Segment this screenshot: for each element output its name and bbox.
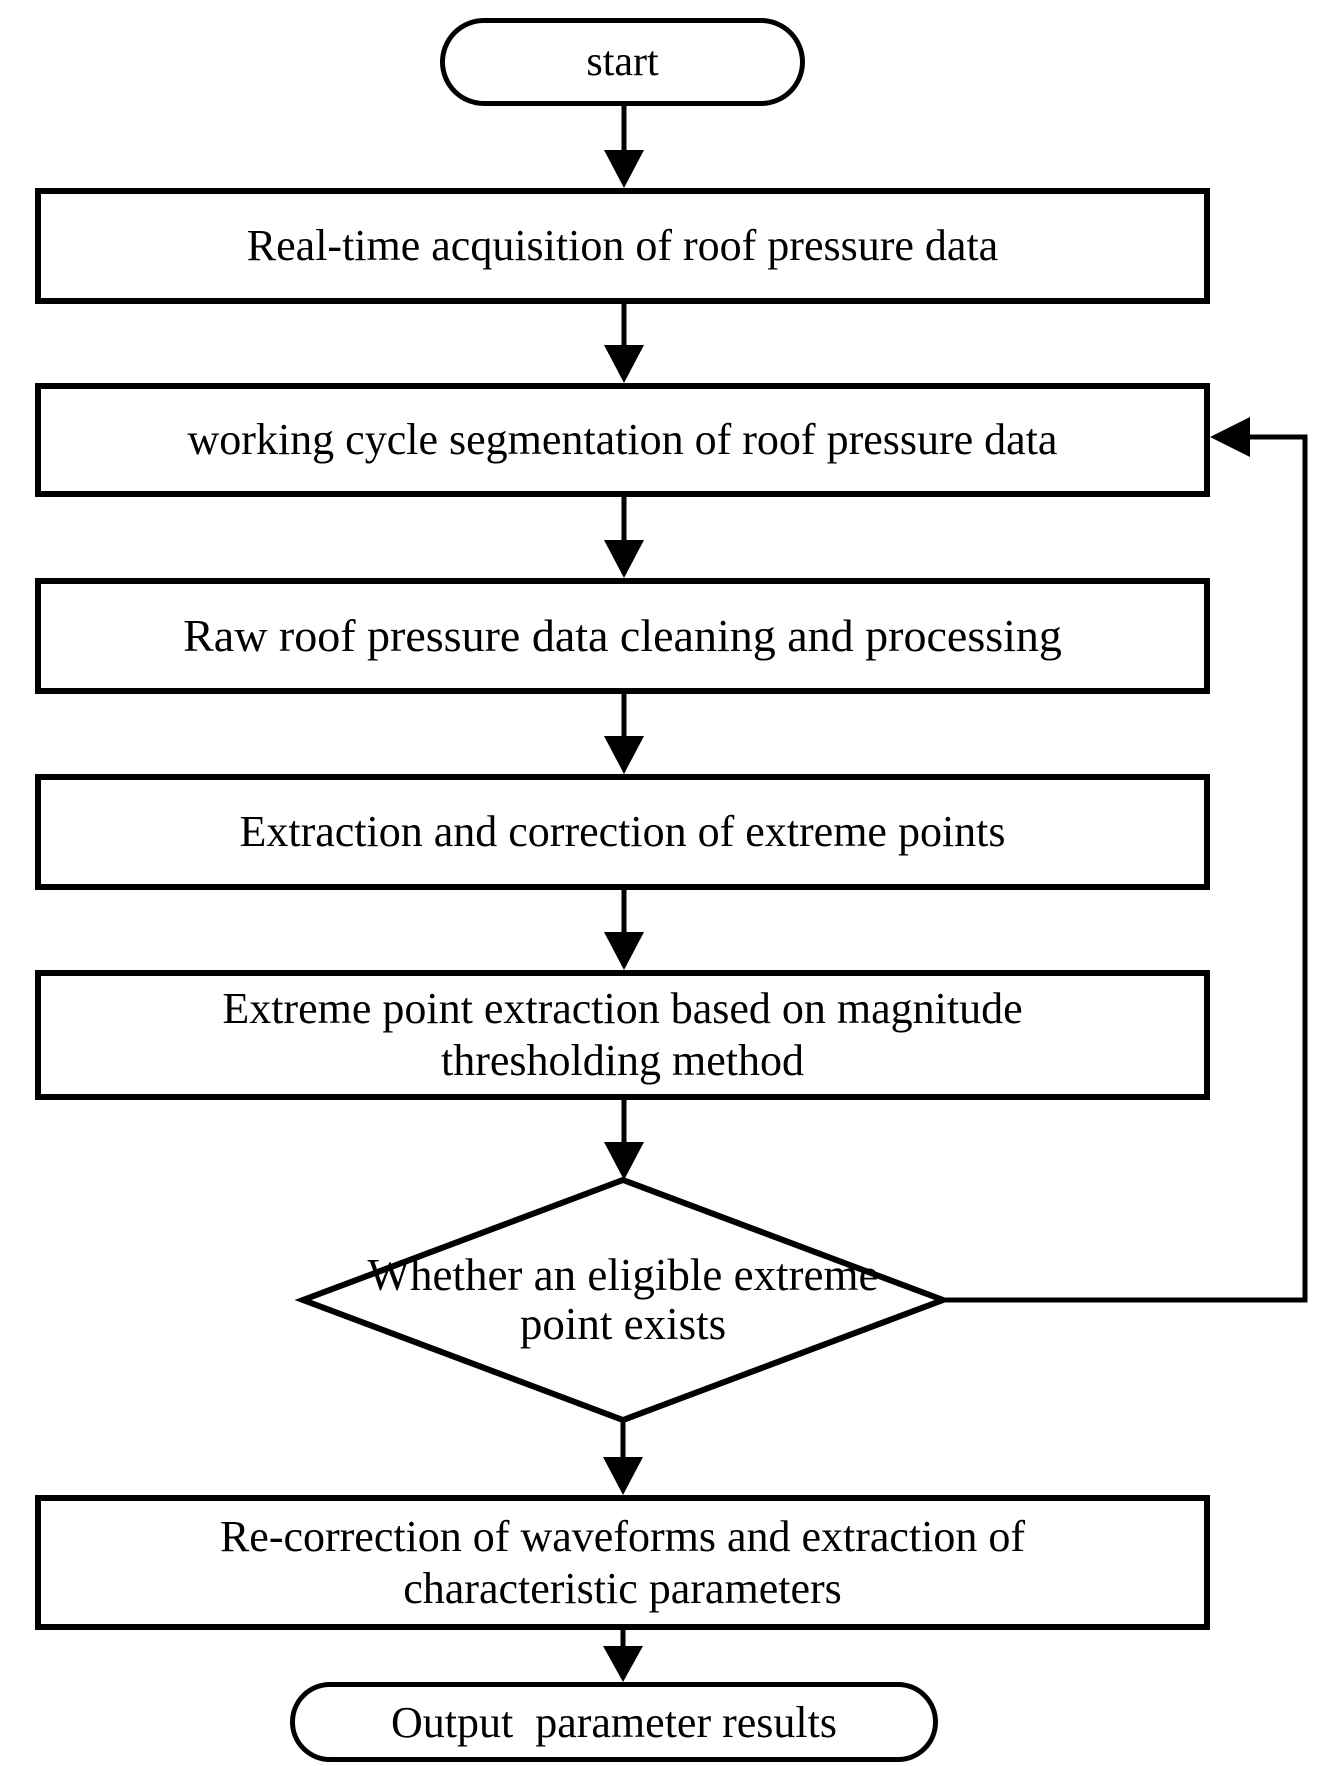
recorrection-label: Re-correction of waveforms and extractio… <box>219 1511 1026 1613</box>
segmentation-label: working cycle segmentation of roof press… <box>187 415 1058 465</box>
arrowhead-down-icon <box>604 150 644 188</box>
start-terminator: start <box>440 18 805 106</box>
arrowhead-down-icon <box>603 1457 643 1495</box>
thresholding-label: Extreme point extraction based on magnit… <box>222 984 1023 1085</box>
arrow-acquisition-to-segmentation <box>604 303 644 383</box>
decision-label: Whether an eligible extreme point exists <box>367 1249 879 1349</box>
output-label: Output parameter results <box>391 1697 837 1747</box>
arrowhead-left-icon <box>1210 417 1250 457</box>
arrowhead-down-icon <box>603 1646 643 1682</box>
arrow-recorrection-to-output <box>603 1628 643 1682</box>
process-box-extraction: Extraction and correction of extreme poi… <box>35 774 1210 890</box>
arrowhead-down-icon <box>604 736 644 774</box>
extraction-label: Extraction and correction of extreme poi… <box>239 807 1006 857</box>
process-box-thresholding: Extreme point extraction based on magnit… <box>35 970 1210 1100</box>
arrowhead-down-icon <box>604 345 644 383</box>
output-terminator: Output parameter results <box>290 1682 938 1762</box>
arrow-thresholding-to-decision <box>604 1098 644 1180</box>
start-label: start <box>586 39 659 85</box>
process-box-segmentation: working cycle segmentation of roof press… <box>35 383 1210 497</box>
acquisition-label: Real-time acquisition of roof pressure d… <box>246 221 999 271</box>
process-box-cleaning: Raw roof pressure data cleaning and proc… <box>35 578 1210 694</box>
process-box-acquisition: Real-time acquisition of roof pressure d… <box>35 188 1210 304</box>
arrow-segmentation-to-cleaning <box>604 495 644 578</box>
arrowhead-down-icon <box>604 540 644 578</box>
arrow-feedback-decision-to-segmentation <box>941 417 1308 1303</box>
arrow-extraction-to-thresholding <box>604 888 644 970</box>
arrow-decision-to-recorrection <box>603 1418 643 1495</box>
arrow-start-to-acquisition <box>604 106 644 188</box>
arrowhead-down-icon <box>604 1142 644 1180</box>
arrowhead-down-icon <box>604 932 644 970</box>
decision-diamond: Whether an eligible extreme point exists <box>363 1232 883 1368</box>
cleaning-label: Raw roof pressure data cleaning and proc… <box>183 609 1062 661</box>
process-box-recorrection: Re-correction of waveforms and extractio… <box>35 1495 1210 1630</box>
arrow-cleaning-to-extraction <box>604 692 644 774</box>
